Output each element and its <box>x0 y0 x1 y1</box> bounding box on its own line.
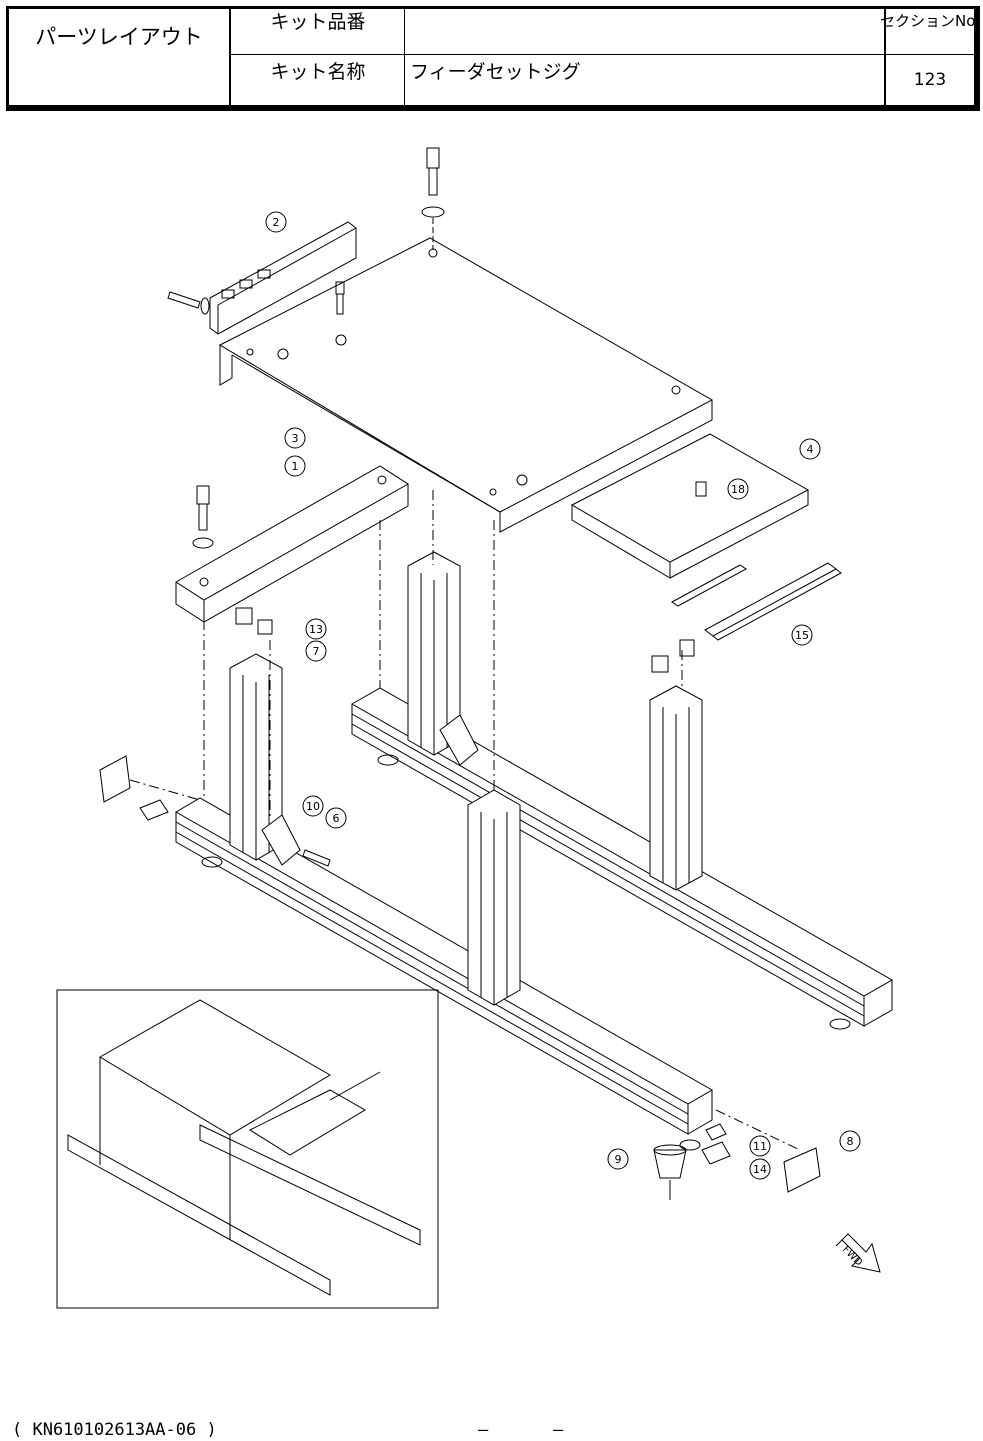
callout-label: 7 <box>313 645 320 658</box>
corner-bracket <box>262 715 478 866</box>
kit-name-value: フィーダセットジグ <box>410 56 880 84</box>
callout-label: 6 <box>333 812 340 825</box>
callout-7: 7 <box>306 641 326 661</box>
callout-10: 10 <box>303 796 323 816</box>
assembled-view-inset <box>57 990 438 1308</box>
callout-13: 13 <box>306 619 326 639</box>
side-plate <box>572 434 808 606</box>
callout-15: 15 <box>792 625 812 645</box>
callout-8: 8 <box>840 1131 860 1151</box>
callout-9: 9 <box>608 1149 628 1169</box>
layout-title: パーツレイアウト <box>10 14 228 58</box>
kit-name-label: キット名称 <box>232 56 404 84</box>
callout-2: 2 <box>266 212 286 232</box>
header-table: パーツレイアウト キット品番 キット名称 フィーダセットジグ セクションNo. … <box>6 6 977 108</box>
callout-label: 2 <box>273 216 280 229</box>
callout-label: 1 <box>292 460 299 473</box>
callout-label: 13 <box>309 623 323 636</box>
divider <box>404 6 405 108</box>
callout-label: 10 <box>306 800 320 813</box>
callout-label: 3 <box>292 432 299 445</box>
callout-1: 1 <box>285 456 305 476</box>
callout-label: 4 <box>807 443 814 456</box>
shaft <box>705 563 841 640</box>
callout-label: 11 <box>753 1140 767 1153</box>
cross-beam <box>176 466 408 622</box>
callout-14: 14 <box>750 1159 770 1179</box>
kit-number-value <box>406 6 888 34</box>
divider <box>229 6 231 108</box>
callout-label: 14 <box>753 1163 767 1176</box>
kit-number-label: キット品番 <box>232 6 404 34</box>
exploded-parts-drawing: 1 2 3 4 6 7 8 9 10 11 13 14 15 18 FWD <box>0 120 983 1410</box>
callout-6: 6 <box>326 808 346 828</box>
callout-label: 18 <box>731 483 745 496</box>
footer-dash-1: – <box>478 1420 488 1440</box>
callout-label: 15 <box>795 629 809 642</box>
callout-label: 9 <box>615 1153 622 1166</box>
callout-4: 4 <box>800 439 820 459</box>
divider <box>230 54 975 55</box>
section-value: 123 <box>886 60 974 100</box>
fwd-arrow: FWD <box>836 1234 880 1272</box>
callout-18: 18 <box>728 479 748 499</box>
document-code: ( KN610102613AA-06 ) <box>12 1420 217 1440</box>
section-label: セクションNo. <box>886 6 974 34</box>
footer-dash-2: – <box>553 1420 563 1440</box>
callout-11: 11 <box>750 1136 770 1156</box>
callout-label: 8 <box>847 1135 854 1148</box>
callout-3: 3 <box>285 428 305 448</box>
